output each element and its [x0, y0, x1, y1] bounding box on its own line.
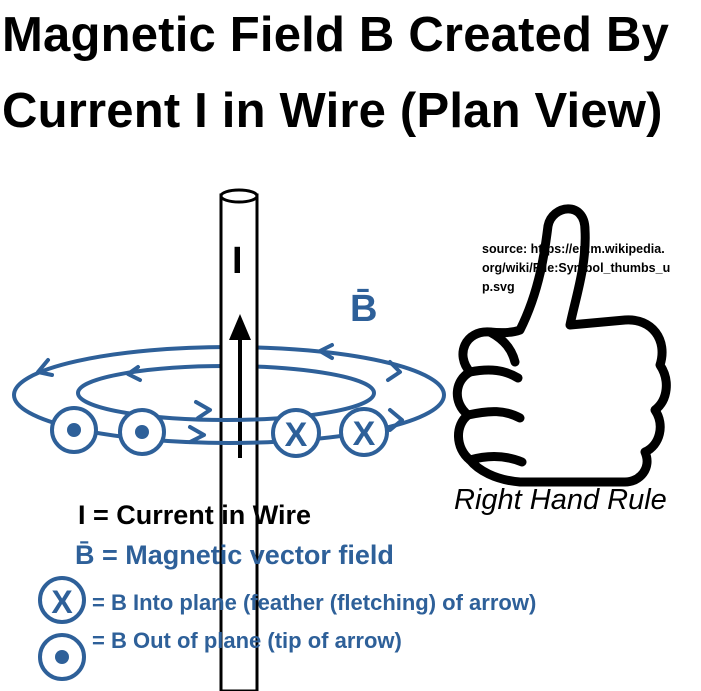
legend-out-of-plane: = B Out of plane (tip of arrow) — [92, 628, 402, 653]
field-arrowhead — [126, 365, 142, 382]
thumbs-up-icon — [452, 204, 671, 487]
right-hand-rule-caption: Right Hand Rule — [454, 484, 667, 516]
out-of-plane-icon — [118, 408, 166, 456]
into-plane-icon: X — [38, 576, 86, 624]
field-arrowhead — [36, 358, 54, 377]
current-arrow — [229, 314, 251, 458]
field-arrowhead — [318, 343, 334, 360]
legend-current: I = Current in Wire — [78, 500, 312, 530]
title-line-1: Magnetic Field B Created By — [2, 8, 670, 62]
field-arrowhead — [388, 408, 404, 432]
field-label: B̄ — [350, 288, 378, 330]
legend-field: B̄ = Magnetic vector field — [75, 540, 394, 570]
outer-field-loop-front — [12, 394, 446, 445]
field-arrowhead — [386, 360, 402, 382]
inner-field-loop-front — [76, 392, 376, 422]
into-plane-icon: X — [271, 408, 321, 458]
svg-text:X: X — [353, 415, 376, 453]
field-arrowhead — [194, 400, 212, 420]
title-line-2: Current I in Wire (Plan View) — [2, 84, 663, 138]
out-of-plane-icon — [38, 633, 86, 681]
source-note: source: https://en.m.wikipedia.org/wiki/… — [482, 242, 671, 294]
out-of-plane-icon — [50, 406, 98, 454]
field-arrowhead — [188, 425, 206, 444]
current-label: I — [232, 240, 243, 282]
legend-into-plane: = B Into plane (feather (fletching) of a… — [92, 590, 537, 615]
svg-text:X: X — [285, 416, 308, 454]
svg-text:X: X — [51, 584, 73, 620]
into-plane-icon: X — [339, 407, 389, 457]
